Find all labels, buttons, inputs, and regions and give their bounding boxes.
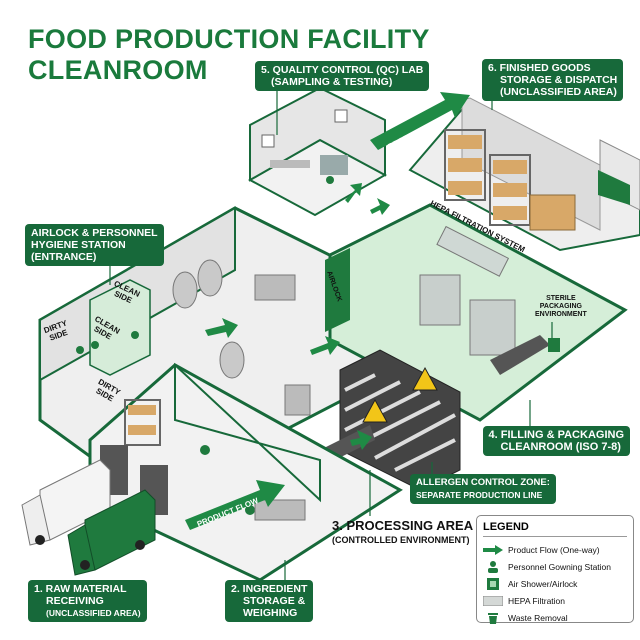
legend-title: LEGEND: [483, 521, 627, 537]
legend-item: HEPA Filtration: [483, 592, 627, 609]
product-flow-arrows: [185, 92, 470, 530]
label-ingredient-storage: 2. INGREDIENT STORAGE & WEIGHING: [225, 580, 314, 622]
label-raw-material: 1. RAW MATERIAL RECEIVING (UNCLASSIFIED …: [28, 580, 147, 622]
label-airlock-station: AIRLOCK & PERSONNEL HYGIENE STATION (ENT…: [25, 224, 164, 266]
qc-lab-wall: [249, 86, 386, 182]
arrow-right-icon: [483, 544, 503, 555]
label-filling-packaging: 4. FILLING & PACKAGING CLEANROOM (ISO 7-…: [482, 426, 630, 456]
airlock-icon: [483, 577, 503, 590]
hepa-filter-icon: [483, 595, 503, 606]
label-processing-area: 3. PROCESSING AREA (CONTROLLED ENVIRONME…: [332, 518, 474, 546]
legend-item: Waste Removal: [483, 609, 627, 626]
airlock-box: [325, 248, 350, 332]
hygiene-booth: [89, 279, 151, 376]
legend-item: Air Shower/Airlock: [483, 575, 627, 592]
sterile-environment-label: STERILE PACKAGING ENVIRONMENT: [535, 295, 587, 318]
pallet-racks: [444, 129, 576, 231]
trash-icon: [483, 612, 503, 624]
dispatch-truck: [598, 139, 640, 211]
label-allergen-zone: ALLERGEN CONTROL ZONE: SEPARATE PRODUCTI…: [410, 474, 556, 504]
legend-item: Personnel Gowning Station: [483, 558, 627, 575]
label-finished-goods: 6. FINISHED GOODS STORAGE & DISPATCH (UN…: [482, 59, 624, 101]
page-title: FOOD PRODUCTION FACILITY CLEANROOM: [28, 24, 430, 85]
legend: LEGEND Product Flow (One-way) Personnel …: [476, 515, 634, 626]
receiving-trucks: [21, 459, 156, 576]
label-qc-lab: 5. QUALITY CONTROL (QC) LAB (SAMPLING & …: [255, 61, 430, 91]
person-icon: [483, 560, 503, 573]
legend-item: Product Flow (One-way): [483, 541, 627, 558]
